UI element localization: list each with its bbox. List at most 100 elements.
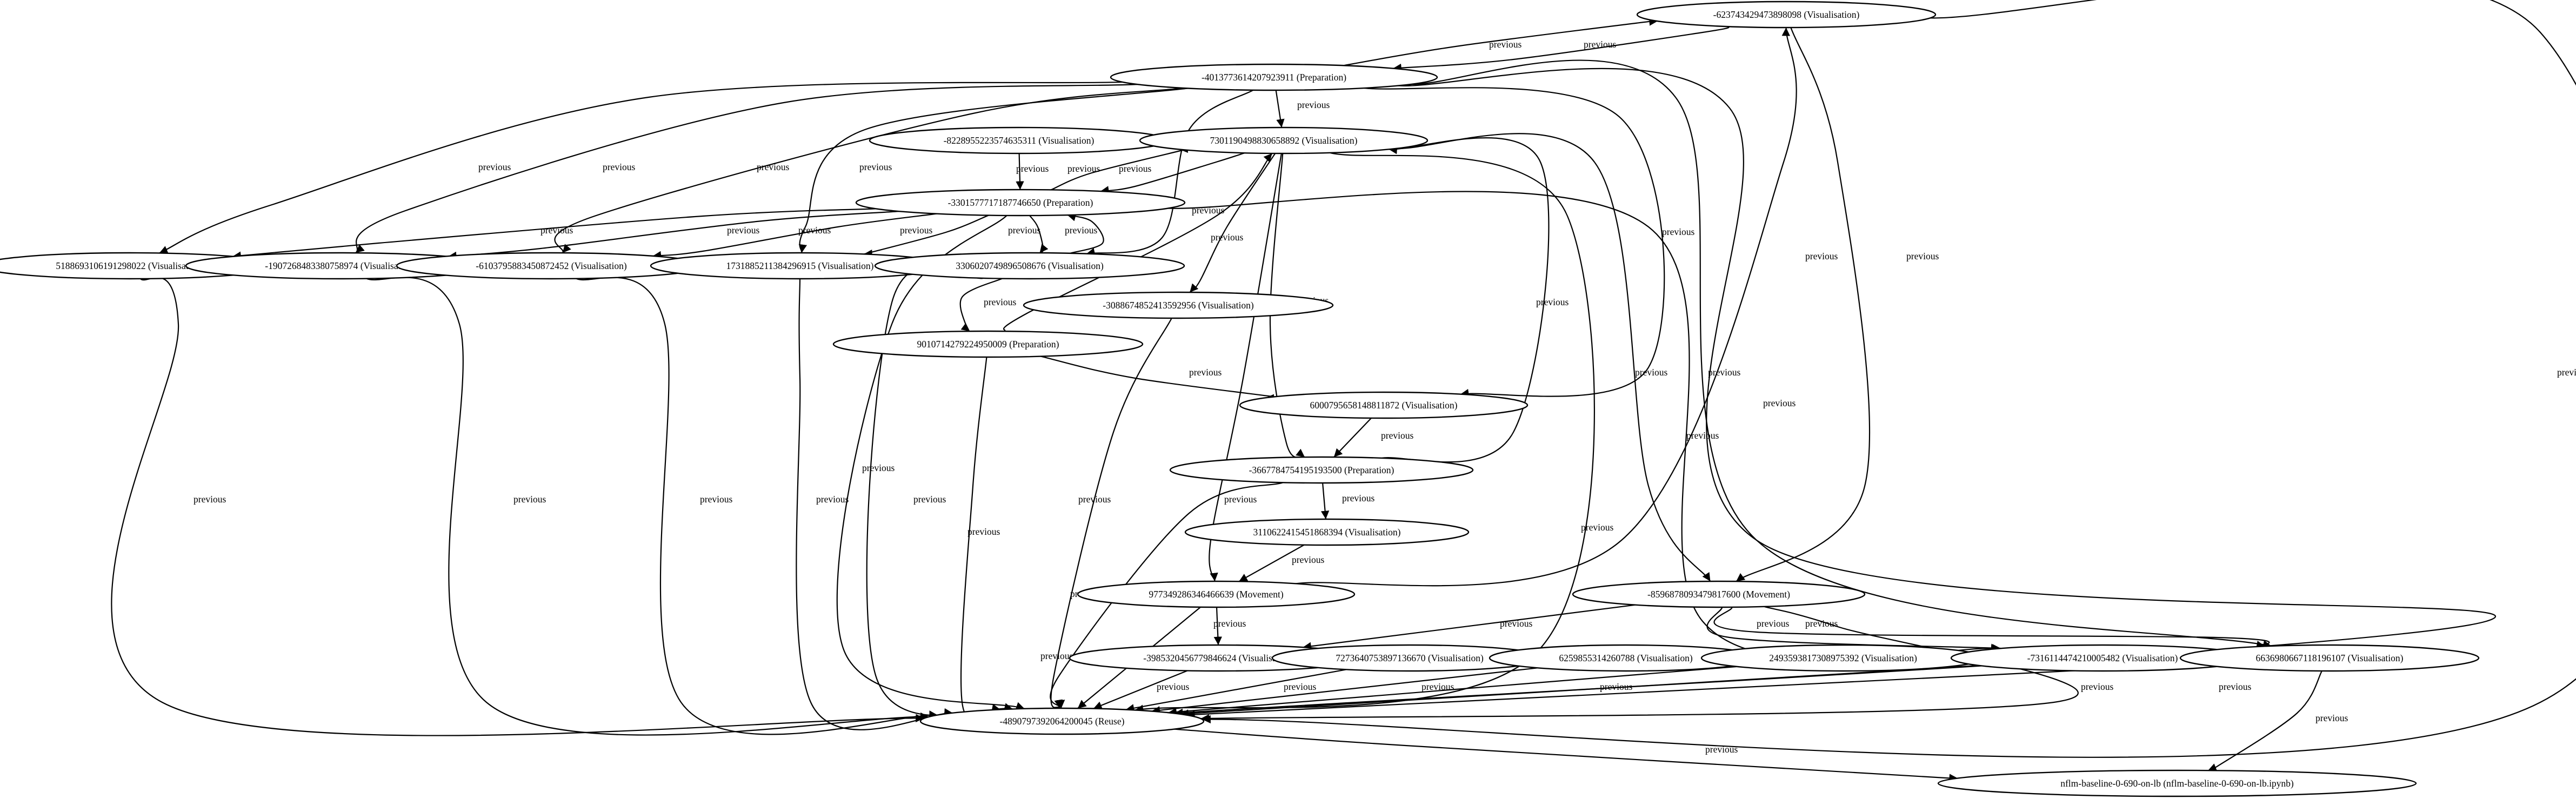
edge-label: previous xyxy=(478,162,511,172)
node-ellipse[interactable] xyxy=(1572,580,1866,608)
edge-line xyxy=(1382,137,1550,463)
node-label: -3088674852413592956 (Visualisation) xyxy=(1103,300,1254,311)
node-label: 977349286346466639 (Movement) xyxy=(1149,589,1284,600)
node-ellipse[interactable] xyxy=(1937,769,2417,797)
edge-n16-n18: previous xyxy=(1213,607,1246,646)
edge-line xyxy=(796,278,953,730)
edge-n17-n22: previous xyxy=(1706,607,2021,653)
node-ellipse[interactable] xyxy=(1239,391,1529,419)
node-ellipse[interactable] xyxy=(1023,291,1334,319)
edge-line xyxy=(1100,152,1245,194)
edge-line xyxy=(1151,667,1538,715)
edge-line xyxy=(1303,604,1636,650)
node-n20[interactable]: 6259855314260788 (Visualisation) xyxy=(1489,644,1763,672)
edge-line xyxy=(1238,544,1305,582)
node-ellipse[interactable] xyxy=(1169,456,1474,484)
edge-label: previous xyxy=(1119,163,1151,174)
edge-n2-n1: previous xyxy=(1343,17,1666,66)
node-ellipse[interactable] xyxy=(874,252,1185,280)
edge-n17-n23: previous xyxy=(1713,606,2270,649)
edge-n7-n24: previous xyxy=(366,277,929,736)
node-n1[interactable]: -623743429473898098 (Visualisation) xyxy=(1636,1,1937,29)
node-n15[interactable]: 3110622415451868394 (Visualisation) xyxy=(1184,518,1470,546)
edge-label: previous xyxy=(1342,493,1374,503)
node-n10[interactable]: 3306020749896508676 (Visualisation) xyxy=(874,252,1185,280)
edge-line xyxy=(1189,153,1276,293)
edge-line xyxy=(1125,669,1347,713)
edge-label: previous xyxy=(1065,225,1097,236)
edge-label: previous xyxy=(816,494,849,505)
node-n11[interactable]: -3088674852413592956 (Visualisation) xyxy=(1023,291,1334,319)
edge-n15-n16: previous xyxy=(1238,544,1324,582)
edge-n12-n13: previous xyxy=(1040,355,1304,402)
node-ellipse[interactable] xyxy=(2179,644,2480,672)
edge-line xyxy=(1093,670,1188,709)
node-n12[interactable]: 9010714279224950009 (Preparation) xyxy=(832,330,1144,358)
edge-line xyxy=(1296,27,1797,587)
edge-n18-n24: previous xyxy=(1093,670,1189,709)
node-ellipse[interactable] xyxy=(1139,126,1429,155)
edge-label: previous xyxy=(900,225,932,236)
node-label: 3110622415451868394 (Visualisation) xyxy=(1253,527,1401,538)
node-label: 1731885211384296915 (Visualisation) xyxy=(726,260,874,271)
edge-line xyxy=(1320,482,1330,520)
node-n13[interactable]: 6000795658148811872 (Visualisation) xyxy=(1239,391,1529,419)
edge-label: previous xyxy=(1157,681,1189,692)
edge-label: previous xyxy=(1067,163,1100,174)
node-n17[interactable]: -8596878093479817600 (Movement) xyxy=(1572,580,1866,608)
edge-label: previous xyxy=(193,494,226,505)
edge-n4-n11: previous xyxy=(1189,153,1276,293)
edge-label: previous xyxy=(1297,99,1330,110)
node-ellipse[interactable] xyxy=(832,330,1144,358)
node-label: 3306020749896508676 (Visualisation) xyxy=(956,260,1104,271)
edge-line xyxy=(111,277,924,736)
edge-label: previous xyxy=(1008,225,1040,236)
node-n22[interactable]: -7316114474210005482 (Visualisation) xyxy=(1950,644,2255,672)
edge-label: previous xyxy=(1211,232,1243,243)
edge-n2-n9: previous xyxy=(798,88,1188,253)
edge-n4-n16: previous xyxy=(1209,153,1282,582)
edge-n4-n5: previous xyxy=(1100,152,1245,194)
edge-label: previous xyxy=(859,162,892,172)
edge-line xyxy=(1186,663,2200,719)
edge-line xyxy=(1269,153,1305,459)
node-label: -8596878093479817600 (Movement) xyxy=(1647,589,1790,600)
edge-line xyxy=(1275,90,1285,128)
edge-label: previous xyxy=(1224,494,1257,505)
edge-line xyxy=(366,277,929,736)
node-n3[interactable]: -8228955223574635311 (Visualisation) xyxy=(869,126,1169,155)
edge-line xyxy=(1393,26,1730,72)
node-n5[interactable]: -3301577717187746650 (Preparation) xyxy=(855,189,1186,217)
node-ellipse[interactable] xyxy=(919,707,1205,735)
node-n2[interactable]: -4013773614207923911 (Preparation) xyxy=(1110,63,1438,91)
node-ellipse[interactable] xyxy=(1077,580,1356,608)
node-n16[interactable]: 977349286346466639 (Movement) xyxy=(1077,580,1356,608)
edge-label: previous xyxy=(1292,554,1324,565)
node-n21[interactable]: 2493593817308975392 (Visualisation) xyxy=(1700,644,1986,672)
node-ellipse[interactable] xyxy=(1184,518,1470,546)
node-n19[interactable]: 7273640753897136670 (Visualisation) xyxy=(1271,644,1548,672)
edge-label: previous xyxy=(2315,713,2348,723)
node-ellipse[interactable] xyxy=(855,189,1186,217)
edge-label: previous xyxy=(1040,650,1073,661)
node-ellipse[interactable] xyxy=(1636,1,1937,29)
edge-line xyxy=(1202,0,2576,758)
edge-label: previous xyxy=(1708,367,1740,378)
edge-n9-n24: previous xyxy=(796,278,953,730)
node-n24[interactable]: -4890797392064200045 (Reuse) xyxy=(919,707,1205,735)
node-n8[interactable]: -6103795883450872452 (Visualisation) xyxy=(396,252,707,280)
node-n23[interactable]: 6636980667118196107 (Visualisation) xyxy=(2179,644,2480,672)
edge-line xyxy=(1412,59,2272,649)
node-label: nflm-baseline-0-690-on-lb (nflm-baseline… xyxy=(2060,778,2294,789)
edge-n2-n7: previous xyxy=(355,84,1138,253)
edge-label: previous xyxy=(1500,618,1532,629)
edge-label: previous xyxy=(757,162,789,172)
node-ellipse[interactable] xyxy=(1110,63,1438,91)
edge-line xyxy=(554,87,1184,253)
node-n14[interactable]: -3667784754195193500 (Preparation) xyxy=(1169,456,1474,484)
edge-n23-n24: previous xyxy=(1186,663,2251,719)
node-n4[interactable]: 7301190498830658892 (Visualisation) xyxy=(1139,126,1429,155)
node-n25[interactable]: nflm-baseline-0-690-on-lb (nflm-baseline… xyxy=(1937,769,2417,797)
edge-line xyxy=(1086,89,1254,257)
